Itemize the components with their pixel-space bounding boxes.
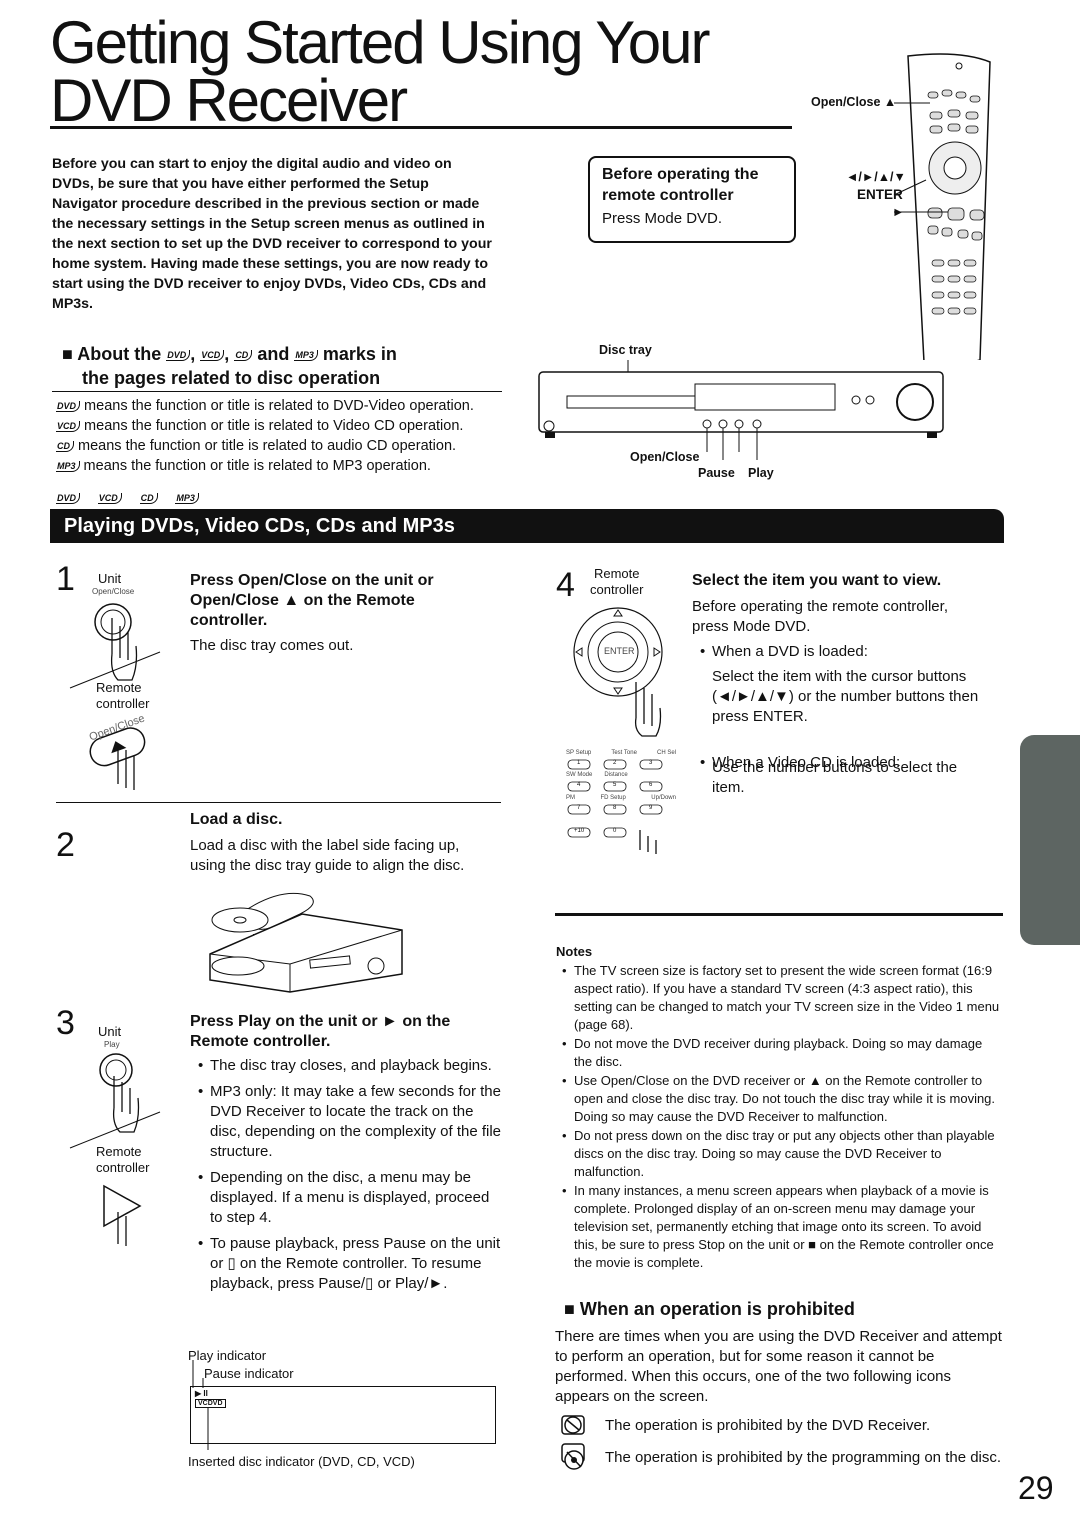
remote-open-close-label: Open/Close ▲ — [811, 95, 897, 109]
cd-badge-icon: CD — [139, 493, 158, 505]
list-item: Do not move the DVD receiver during play… — [562, 1035, 1002, 1071]
play-pause-icon: ▶ II — [195, 1389, 208, 1398]
step3-remote-label: Remote controller — [96, 1144, 150, 1175]
step1-unit-label: Unit — [98, 571, 122, 586]
page-title: Getting Started Using Your DVD Receiver — [50, 9, 710, 134]
step1-hand-illustration — [69, 603, 161, 790]
step4-sub1: Select the item with the cursor buttons … — [712, 668, 979, 725]
unit-pause-label: Pause — [698, 466, 735, 480]
mp3-badge-icon: MP3 — [175, 493, 199, 505]
step2-body: Load a disc with the label side facing u… — [190, 837, 465, 874]
list-item: Use Open/Close on the DVD receiver or ▲ … — [562, 1072, 1002, 1126]
dvd-badge-icon: DVD — [166, 349, 191, 361]
prohibited-body: There are times when you are using the D… — [555, 1328, 1002, 1405]
list-item: Depending on the disc, a menu may be dis… — [198, 1168, 504, 1228]
step3-unit-label: Unit — [98, 1024, 122, 1039]
step2-heading: Load a disc. — [190, 811, 283, 828]
list-item: The TV screen size is factory set to pre… — [562, 962, 1002, 1034]
notes-rule — [555, 913, 1003, 916]
prohibited-icon1-text: The operation is prohibited by the DVD R… — [605, 1417, 931, 1434]
callout-box: Before operating the remote controller P… — [588, 156, 796, 243]
callout-title-line2: remote controller — [602, 187, 734, 204]
inserted-disc-label: Inserted disc indicator (DVD, CD, VCD) — [188, 1454, 415, 1469]
step3-number: 3 — [56, 1004, 75, 1042]
notes-list: The TV screen size is factory set to pre… — [562, 962, 1002, 1273]
step2-number: 2 — [56, 826, 75, 864]
receiver-front-illustration — [538, 360, 944, 460]
notes-title: Notes — [556, 944, 593, 959]
prohibited-receiver-icon — [561, 1415, 585, 1435]
list-item: To pause playback, press Pause on the un… — [198, 1234, 504, 1294]
pause-indicator-label: Pause indicator — [204, 1366, 294, 1381]
step1-unit-button-label: Open/Close — [92, 587, 135, 596]
list-item: The disc tray closes, and playback begin… — [198, 1056, 504, 1076]
play-indicator-label: Play indicator — [188, 1348, 267, 1363]
remote-enter-label: ENTER — [857, 187, 903, 202]
remote-arrows-label: ◄/►/▲/▼ — [846, 170, 906, 184]
step3-heading: Press Play on the unit or ► on the Remot… — [190, 1013, 451, 1050]
step4-remote-label: Remote controller — [590, 566, 644, 597]
step3-hand-illustration — [69, 1053, 161, 1246]
square-bullet-icon: ■ — [62, 344, 73, 364]
dvd-badge-icon: DVD — [56, 493, 81, 505]
list-item: DVD means the function or title is relat… — [56, 398, 474, 414]
prohibited-heading: ■ When an operation is prohibited — [564, 1299, 855, 1319]
step4-enter-button-label: ENTER — [604, 646, 635, 656]
section-bar: Playing DVDs, Video CDs, CDs and MP3s — [50, 509, 1004, 543]
prohibited-disc-icon — [561, 1443, 585, 1470]
remote-illustration — [893, 53, 991, 360]
disc-tray-label: Disc tray — [599, 343, 652, 357]
step3-unit-button-label: Play — [104, 1040, 120, 1049]
step4-remote-illustration — [567, 607, 663, 854]
page-number: 29 — [1018, 1470, 1054, 1506]
step1-remote-label: Remote controller — [96, 680, 150, 711]
mp3-badge-icon: MP3 — [294, 349, 318, 361]
step1-body: The disc tray comes out. — [190, 637, 354, 654]
step4-heading: Select the item you want to view. — [692, 572, 942, 589]
step1-divider — [56, 802, 501, 803]
unit-open-close-label: Open/Close — [630, 450, 700, 464]
vcd-badge-icon: VCD — [97, 493, 122, 505]
disc-indicator-icon: VCDVD — [195, 1399, 226, 1408]
unit-play-label: Play — [748, 466, 774, 480]
list-item: When a DVD is loaded: — [700, 642, 1080, 662]
step1-number: 1 — [56, 560, 75, 598]
about-marks-heading: ■ About the DVD, VCD, CD and MP3 marks i… — [62, 344, 397, 388]
vcd-badge-icon: VCD — [200, 349, 225, 361]
display-panel: ▶ II VCDVD — [190, 1386, 496, 1444]
step1-heading: Press Open/Close on the unit or Open/Clo… — [190, 572, 434, 629]
step4-sub2: Use the number buttons to select the ite… — [712, 759, 958, 796]
about-rule — [52, 391, 502, 392]
list-item: VCD means the function or title is relat… — [56, 418, 464, 434]
cd-badge-icon: CD — [234, 349, 253, 361]
list-item: MP3 only: It may take a few seconds for … — [198, 1082, 504, 1162]
callout-title-line1: Before operating the — [602, 166, 759, 183]
list-item: In many instances, a menu screen appears… — [562, 1182, 1002, 1272]
meaning-list: DVD means the function or title is relat… — [56, 396, 506, 476]
step4-body: Before operating the remote controller, … — [692, 598, 948, 635]
callout-body: Press Mode DVD. — [602, 210, 723, 227]
list-item: MP3 means the function or title is relat… — [56, 458, 431, 474]
intro-paragraph: Before you can start to enjoy the digita… — [52, 156, 492, 312]
list-item: When a Video CD is loaded: — [700, 753, 1080, 773]
badge-row: DVD VCD CD MP3 — [56, 490, 199, 508]
prohibited-icon2-text: The operation is prohibited by the progr… — [605, 1449, 1002, 1466]
list-item: CD means the function or title is relate… — [56, 438, 457, 454]
step3-bullets: The disc tray closes, and playback begin… — [198, 1056, 504, 1294]
load-disc-illustration — [209, 892, 403, 993]
step4-number: 4 — [556, 566, 575, 604]
title-rule — [50, 126, 792, 129]
square-bullet-icon: ■ — [564, 1299, 575, 1319]
list-item: Do not press down on the disc tray or pu… — [562, 1127, 1002, 1181]
